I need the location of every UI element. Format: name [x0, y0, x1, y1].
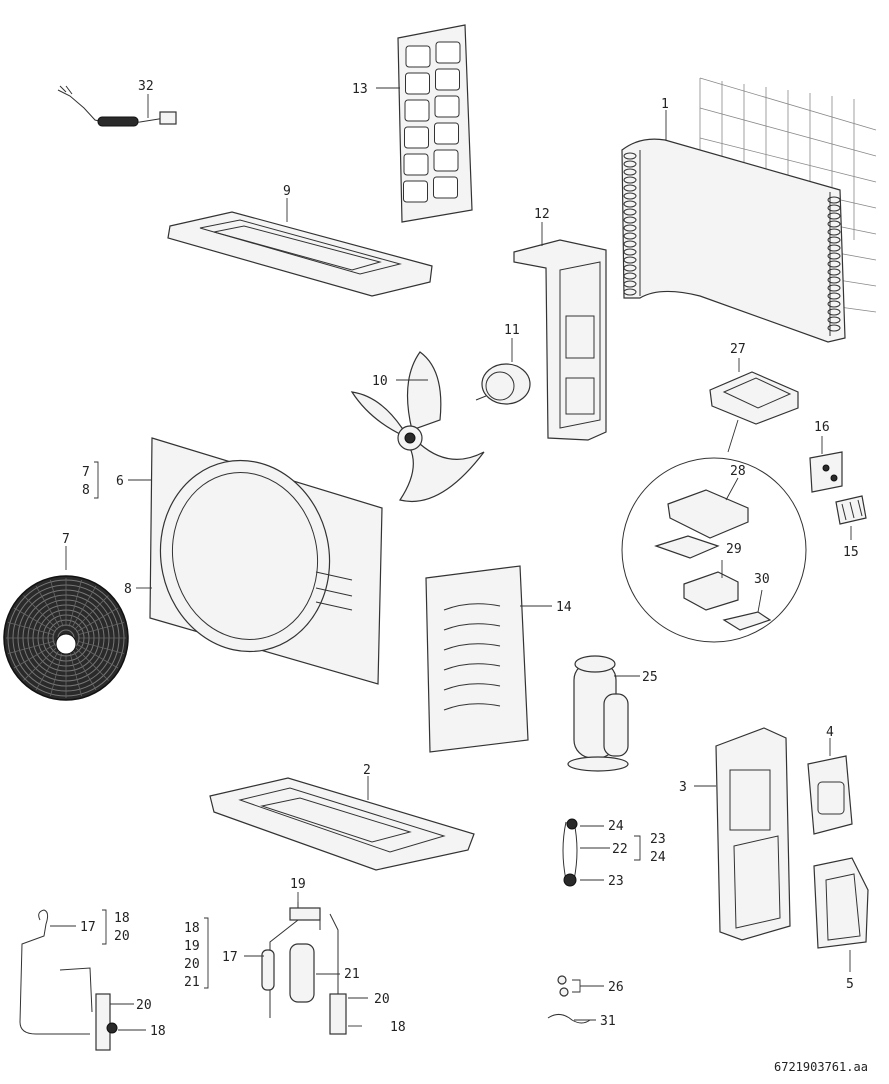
- callout-25: 25: [642, 670, 658, 685]
- callout-16: 16: [814, 420, 830, 435]
- bracket-17-item-1: 18: [114, 911, 130, 926]
- part-11-fan-motor: [475, 338, 531, 405]
- part-9-top-cover: [167, 198, 433, 297]
- part-21-accumulator: [204, 892, 368, 1035]
- bracket-17b-item-4: 21: [184, 975, 200, 990]
- callout-6: 6: [116, 474, 124, 489]
- bracket-17b-item-2: 19: [184, 939, 200, 954]
- callout-28: 28: [730, 464, 746, 479]
- part-4-handle: [807, 738, 853, 835]
- part-15-connector: [835, 495, 867, 540]
- callout-4: 4: [826, 725, 834, 740]
- part-31-wire: [547, 1014, 596, 1024]
- callout-24: 24: [608, 819, 624, 834]
- callout-32: 32: [138, 79, 154, 94]
- callout-8: 8: [124, 582, 132, 597]
- detail-circle: [621, 457, 807, 643]
- callout-1: 1: [661, 97, 669, 112]
- bracket-6-item-2: 8: [82, 483, 90, 498]
- bracket-17-item-2: 20: [114, 929, 130, 944]
- callout-labels: 1 2 3 4 5 6 7 8 9 10 11 12 13 14 15 16 1…: [62, 79, 859, 1039]
- callout-18a: 18: [150, 1024, 166, 1039]
- part-5-valve-cover: [813, 857, 869, 972]
- callout-26: 26: [608, 980, 624, 995]
- callout-30: 30: [754, 572, 770, 587]
- callout-18b: 18: [390, 1020, 406, 1035]
- callout-10: 10: [372, 374, 388, 389]
- callout-11: 11: [504, 323, 520, 338]
- part-22-sensor: [562, 818, 641, 887]
- part-16-terminal-block: [809, 436, 843, 493]
- callout-14: 14: [556, 600, 572, 615]
- part-28-pcb: [667, 477, 749, 539]
- callout-17b: 17: [222, 950, 238, 965]
- part-29-insulation: [654, 535, 739, 611]
- part-1-condenser-coil: [621, 77, 877, 343]
- part-17-pipe: [19, 909, 146, 1051]
- callout-20a: 20: [136, 998, 152, 1013]
- bracket-6-item-1: 7: [82, 465, 90, 480]
- part-7-fan-grille: [3, 546, 129, 701]
- part-32-cable: [57, 85, 177, 127]
- callout-27: 27: [730, 342, 746, 357]
- part-30-terminal: [722, 589, 772, 631]
- callout-31: 31: [600, 1014, 616, 1029]
- part-25-compressor: [567, 655, 640, 772]
- part-13-filter: [376, 24, 473, 223]
- callout-12: 12: [534, 207, 550, 222]
- bracket-labels: 7 8 18 20 18 19 20 21 23 24: [82, 465, 666, 990]
- callout-7: 7: [62, 532, 70, 547]
- callout-23: 23: [608, 874, 624, 889]
- part-3-side-panel: [694, 727, 791, 941]
- part-10-fan-blade: [350, 351, 485, 502]
- bracket-17b-item-3: 20: [184, 957, 200, 972]
- callout-15: 15: [843, 545, 859, 560]
- part-6-front-panel: [94, 437, 383, 685]
- callout-17a: 17: [80, 920, 96, 935]
- bracket-22-item-2: 24: [650, 850, 666, 865]
- callout-9: 9: [283, 184, 291, 199]
- callout-20b: 20: [374, 992, 390, 1007]
- callout-3: 3: [679, 780, 687, 795]
- drawing-number: 6721903761.aa: [774, 1060, 868, 1074]
- callout-5: 5: [846, 977, 854, 992]
- callout-29: 29: [726, 542, 742, 557]
- part-14-partition: [425, 565, 552, 753]
- bracket-17b-item-1: 18: [184, 921, 200, 936]
- part-26-nuts: [557, 975, 604, 997]
- part-27-control-box: [709, 358, 799, 453]
- part-12-bracket: [513, 222, 607, 441]
- callout-13: 13: [352, 82, 368, 97]
- part-2-base-pan: [209, 776, 475, 871]
- callout-19: 19: [290, 877, 306, 892]
- bracket-22-item-1: 23: [650, 832, 666, 847]
- callout-21: 21: [344, 967, 360, 982]
- callout-22: 22: [612, 842, 628, 857]
- callout-2: 2: [363, 763, 371, 778]
